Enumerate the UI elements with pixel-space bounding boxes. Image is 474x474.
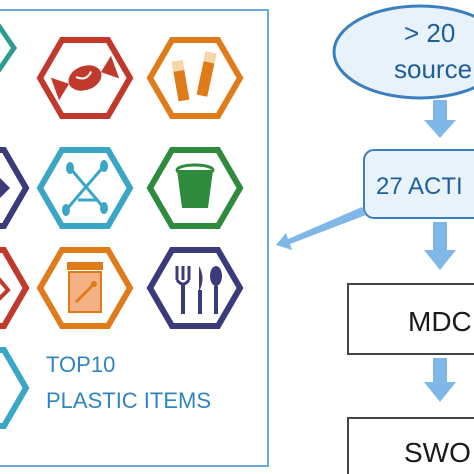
sources-oval: > 20 source: [332, 4, 474, 100]
arrow-down-1: [424, 100, 456, 138]
mdc-box: MDC: [347, 283, 474, 355]
caption-line2: PLASTIC ITEMS: [46, 388, 211, 413]
actions-label: 27 ACTI: [376, 173, 463, 200]
partial-hexagon-icon: [0, 23, 18, 73]
cutlery-icon: [146, 247, 244, 329]
partial-hexagon-icon: [0, 347, 30, 429]
swo-box: SWO: [347, 417, 474, 474]
food-container-icon: [36, 247, 134, 329]
actions-box: 27 ACTI: [363, 149, 474, 219]
candy-wrapper-icon: [36, 37, 134, 119]
drink-cup-icon: [146, 147, 244, 229]
cigarette-butts-icon: [146, 37, 244, 119]
arrow-down-2: [424, 222, 456, 270]
partial-hexagon-icon: [0, 247, 30, 329]
mdc-label: MDC: [408, 306, 472, 337]
sources-line2: source: [394, 54, 472, 84]
sources-line1: > 20: [404, 18, 455, 48]
cotton-buds-icon: [36, 147, 134, 229]
swo-label: SWO: [404, 437, 471, 468]
caption-line1: TOP10: [46, 352, 115, 377]
arrow-down-3: [424, 358, 456, 402]
arrow-to-panel: [276, 207, 366, 250]
partial-hexagon-icon: [0, 147, 30, 229]
